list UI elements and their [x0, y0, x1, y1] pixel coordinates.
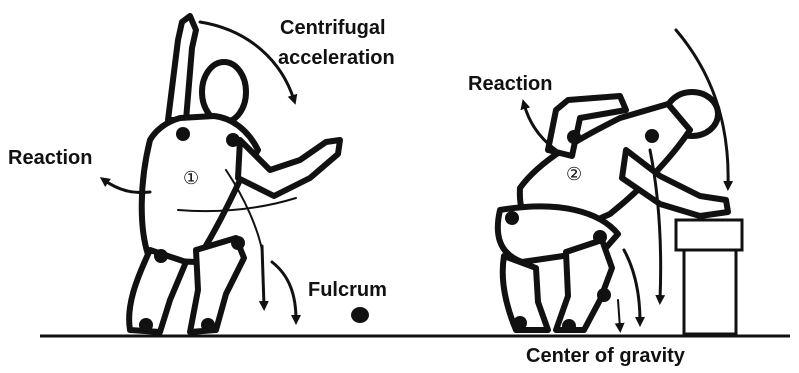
figure-2-hip-joint [505, 211, 519, 225]
centrifugal-label-line1: Centrifugal [280, 17, 386, 39]
fulcrum-dot [351, 307, 369, 323]
center-of-gravity-label: Center of gravity [526, 345, 686, 367]
figure-2-knee-joint [593, 230, 607, 244]
figure-2-forward-arm [622, 150, 728, 216]
figure-2-shoulder-joint [567, 130, 581, 144]
figure-1-raised-arm [168, 16, 196, 120]
figure-1-front-leg [190, 238, 244, 332]
reaction-label-right: Reaction [468, 73, 552, 95]
figure-1-shoulder-joint [176, 127, 190, 141]
figure-2-marker: ② [566, 164, 582, 184]
figure-1-shoulder-joint-2 [226, 133, 240, 147]
figure-2-gravity-arrow [618, 300, 620, 328]
fulcrum-label: Fulcrum [308, 279, 387, 301]
figure-2-knee-joint-2 [597, 288, 611, 302]
figure-1-knee-joint [231, 236, 245, 250]
figure-2-shoulder-joint-2 [645, 129, 659, 143]
figure-1-down-arrow-2 [272, 262, 296, 320]
figure-2-front-leg [556, 240, 612, 330]
box [676, 220, 742, 250]
figure-2-ankle-joint [513, 316, 527, 330]
figure-1-marker: ① [183, 168, 199, 188]
figure-1-down-arrow-1 [262, 246, 264, 306]
figure-1-head [202, 62, 246, 122]
figure-1-back-leg [129, 250, 186, 332]
pillar [684, 246, 736, 334]
figure-1-ankle-joint-2 [201, 318, 215, 332]
reaction-label-left: Reaction [8, 147, 92, 169]
figure-1-ankle-joint [139, 318, 153, 332]
figure-2-down-arrow-2 [624, 250, 640, 322]
centrifugal-label-line2: acceleration [278, 47, 395, 69]
figure-1-hip-joint [154, 249, 168, 263]
figure-2-ankle-joint-2 [562, 319, 576, 333]
